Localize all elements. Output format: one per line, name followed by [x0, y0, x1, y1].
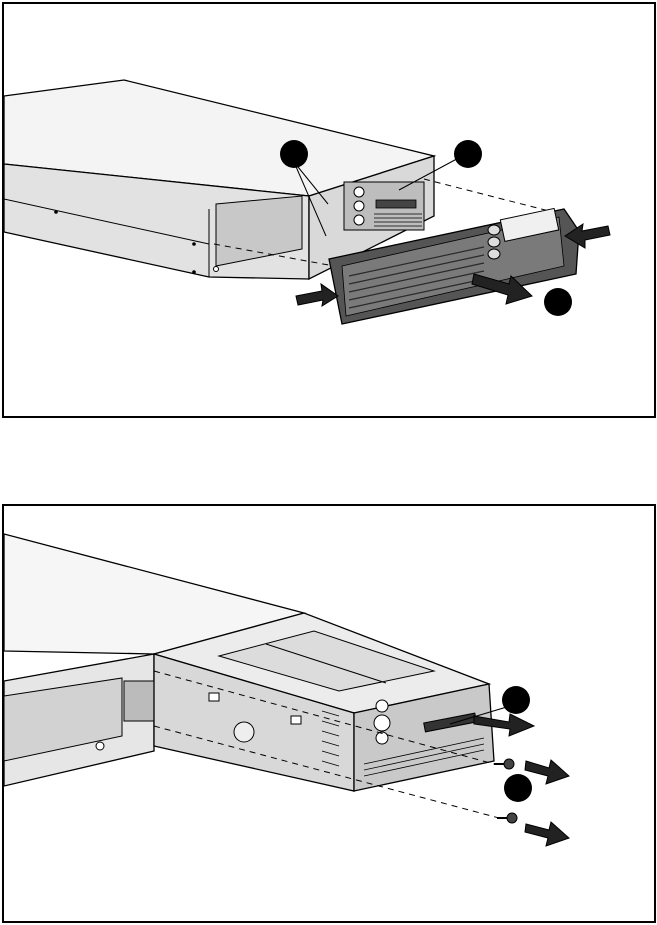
figure-remove-bezel	[2, 2, 656, 418]
knob-3	[354, 215, 364, 225]
knob-1	[354, 187, 364, 197]
indicator-strip	[376, 200, 416, 208]
screw-hole	[192, 242, 196, 246]
knob-2	[354, 201, 364, 211]
screw-hole	[192, 270, 196, 274]
tray-side-slot	[291, 716, 301, 724]
callout-1	[280, 140, 308, 168]
pull-arrow-screw-1	[525, 760, 569, 784]
bezel-button-3	[488, 249, 500, 259]
bezel-button-1	[488, 225, 500, 235]
figure-remove-tray	[2, 504, 656, 923]
press-arrow-left	[296, 284, 338, 306]
tray-removal-illustration	[4, 506, 657, 925]
bezel-removal-illustration	[4, 4, 657, 420]
callout-2	[504, 774, 532, 802]
bezel-button-2	[488, 237, 500, 247]
tray-knob-2	[374, 715, 390, 731]
screw-hole	[54, 210, 58, 214]
screw-hole	[214, 267, 219, 272]
interior-shelf	[124, 681, 154, 721]
callout-1	[502, 686, 530, 714]
tray-side-knob	[234, 722, 254, 742]
callout-3	[544, 288, 572, 316]
tray-side-slot	[209, 693, 219, 701]
pull-arrow-screw-2	[525, 822, 569, 846]
tray-latch	[96, 742, 104, 750]
screw-2	[497, 813, 517, 823]
tray-knob-1	[376, 700, 388, 712]
screw-1	[494, 759, 514, 769]
callout-2	[454, 140, 482, 168]
